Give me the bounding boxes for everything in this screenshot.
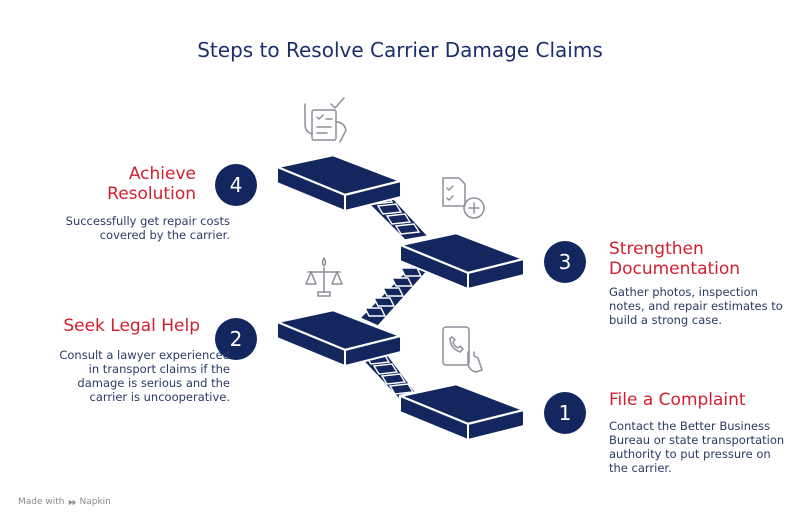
step-3-title: Strengthen Documentation <box>609 239 741 279</box>
step-3-description: Gather photos, inspection notes, and rep… <box>609 285 783 327</box>
step-4-title: Achieve Resolution <box>107 164 196 204</box>
diagram-title: Steps to Resolve Carrier Damage Claims <box>197 38 603 62</box>
step-1-description: Contact the Better Business Bureau or st… <box>609 419 785 475</box>
step-4-description: Successfully get repair costs covered by… <box>65 214 230 242</box>
step-1-number-badge: 1 <box>544 392 586 434</box>
footer-attribution: Made with Napkin <box>18 497 111 507</box>
hand-checklist-icon <box>304 97 347 143</box>
footer-made-with: Made with <box>18 497 65 507</box>
platform-step-1 <box>398 382 526 442</box>
step-2-number-badge: 2 <box>215 318 257 360</box>
step-3-number-badge: 3 <box>544 241 586 283</box>
phone-touch-icon <box>442 326 483 373</box>
stairs-flight-2 <box>358 261 432 327</box>
step-4-number-badge: 4 <box>215 164 257 206</box>
step-2-title: Seek Legal Help <box>63 316 200 336</box>
step-2-description: Consult a lawyer experienced in transpor… <box>59 348 230 404</box>
step-1-title: File a Complaint <box>609 390 746 410</box>
napkin-logo-icon <box>68 499 76 505</box>
scales-of-justice-icon <box>305 257 343 297</box>
platform-step-4 <box>275 153 403 213</box>
document-add-icon <box>442 177 485 219</box>
footer-brand: Napkin <box>79 497 111 507</box>
